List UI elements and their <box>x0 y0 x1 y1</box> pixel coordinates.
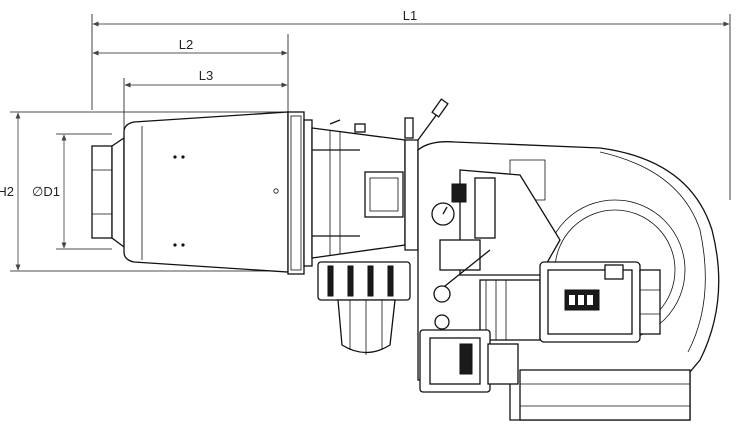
blast-tube <box>123 111 289 273</box>
burner-body <box>311 98 449 259</box>
valve-train <box>431 169 561 341</box>
combustion-head <box>91 136 125 249</box>
mounting-flange <box>287 111 313 275</box>
l2-label: L2 <box>179 37 193 52</box>
control-box <box>419 314 519 393</box>
dimension-l3: L3 <box>123 68 288 140</box>
electric-motor-icon <box>539 261 661 343</box>
d1-label: ∅D1 <box>32 184 60 199</box>
dimension-h2: H2 <box>0 111 300 272</box>
dimension-d1: ∅D1 <box>32 133 112 250</box>
h2-label: H2 <box>0 184 14 199</box>
air-damper-assembly <box>317 261 411 355</box>
dimension-l1: L1 <box>91 8 731 200</box>
dimension-l2: L2 <box>92 34 289 112</box>
l1-label: L1 <box>403 8 417 23</box>
l3-label: L3 <box>199 68 213 83</box>
